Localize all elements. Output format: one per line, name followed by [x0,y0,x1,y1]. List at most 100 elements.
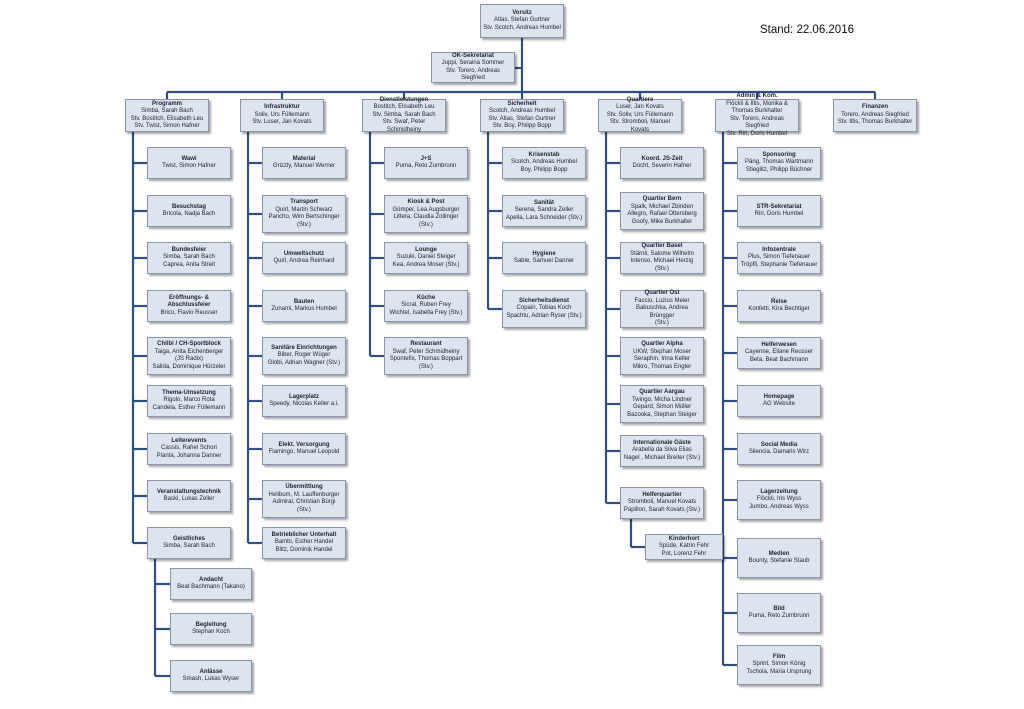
box-title: Transport [290,199,318,205]
box-members: Smash, Lukas Wyser [182,676,240,682]
box-members: Baski, Lukas Zeller [163,496,215,502]
box-members: Gümper, Lea Augsburger Littera, Claudia … [392,206,460,228]
box-members: Rigolo, Marco Rota Candela, Esther Fülle… [152,397,226,411]
box-members: Cassis, Rahel Schori Pianta, Johanna Dan… [156,445,222,459]
box-members: Twist, Simon Hafner [162,163,216,169]
box-title: Helferquartier [642,491,682,498]
box-members: Bounty, Stefanie Staub [748,558,810,564]
box-title: Quartier Bern [642,196,682,202]
box-title: Programm [151,100,182,107]
box-title: Quartier Ost [644,290,680,297]
box-title: Kinderhort [668,535,700,542]
box-title: Lagerplatz [288,393,319,400]
box-title: Geistliches [172,535,205,542]
box-members: Grizzly, Manuel Werner [272,163,336,169]
box-title: Infrastruktur [264,104,300,111]
box-members: Taiga, Anita Eichenberger (JS Radix) Sal… [152,348,226,370]
box-members: Sprint, Simon König Tschoia, Maria Urspr… [746,661,812,675]
box-title: Andacht [199,576,223,583]
box-title: Umweltschutz [283,250,325,257]
box-title: Sanitäre Einrichtungen [271,344,337,351]
box-members: Simba, Sarah Bach Stv. Bostitch, Elisabe… [130,108,204,129]
box-title: Bild [773,605,785,612]
box-title: Sanität [533,199,554,206]
box-title: Sponsoring [762,151,796,158]
box-members: Flamingo, Manuel Leopold [268,449,340,455]
box-members: Serena, Sandra Zeller Apella, Lara Schne… [505,207,583,221]
box-members: Atlas, Stefan Gurtner Stv. Scotch, Andre… [483,17,561,31]
box-members: Scotch, Andreas Humbel Stv. Atlas, Stefa… [488,108,556,129]
box-members: Puma, Reto Zumbrunn [395,163,457,169]
box-members: Zunami, Markus Humbel [271,306,337,312]
box-title: Quartier Basel [641,243,683,249]
box-title: Helferwesen [761,341,797,348]
box-members: Riri, Doris Humbel [754,211,804,217]
box-members: Spüde, Katrin Fehr Pot, Lorenz Fehr [658,543,710,557]
box-members: Quirl, Andrea Reinhard [273,258,335,264]
box-members: Juppi, Seraina Sommer Stv. Torero, Andre… [441,60,505,81]
box-title: Quartier Alpha [641,341,683,347]
box-members: Sicral, Ruben Frey Wichtel, Isabella Fre… [389,302,463,316]
box-title: Reise [770,298,787,305]
box-members: Flöckli & Iltis, Monika & Thomas Burkhal… [726,100,788,137]
box-members: Suzuki, Daniel Steiger Kea, Andrea Moser… [392,254,460,268]
box-members: UKW, Stephan Moser Seraphin, Irina Kelle… [632,348,692,370]
box-members: Stephan Koch [192,629,230,635]
box-title: Krisenstab [528,151,560,158]
box-title: Dienstleistungen [379,96,429,103]
box-title: Sicherheit [507,100,537,107]
box-members: Twingo, Micha Lindner Gepard, Simon Müll… [627,396,697,418]
box-title: Finanzen [861,104,888,111]
box-title: Kiosk & Post [407,199,445,205]
box-title: Wawi [181,155,197,162]
box-title: Besuchstag [171,203,206,210]
box-title: Küche [416,294,436,301]
box-members: Faccio, Luzius Meier Babuschka, Andrea B… [634,297,690,327]
box-members: Beat Bachmann (Takano) [177,584,245,590]
box-members: Soliv, Urs Füllemann Stv. Luser, Jan Kov… [252,111,312,126]
box-title: Quartier Aargau [639,389,685,395]
box-members: Spalk, Michael Zbinden Allegro, Rafael O… [627,203,697,225]
box-members: Biber, Roger Wüger Globi, Adrian Wagner … [267,352,341,366]
box-members: Bostitch, Elisabeth Leu Stv. Simba, Sara… [372,104,436,133]
box-title: Internationale Gäste [633,439,691,446]
box-title: Quartiere [626,96,654,103]
box-members: Helibum, M. Lauffenburger Admiral, Chris… [268,491,340,513]
box-title: Vorsitz [512,9,532,16]
box-title: Betrieblicher Unterhalt [271,531,337,538]
dept-admin-kom: Admin & Kom.Flöckli & Iltis, Monika & Th… [715,93,799,137]
